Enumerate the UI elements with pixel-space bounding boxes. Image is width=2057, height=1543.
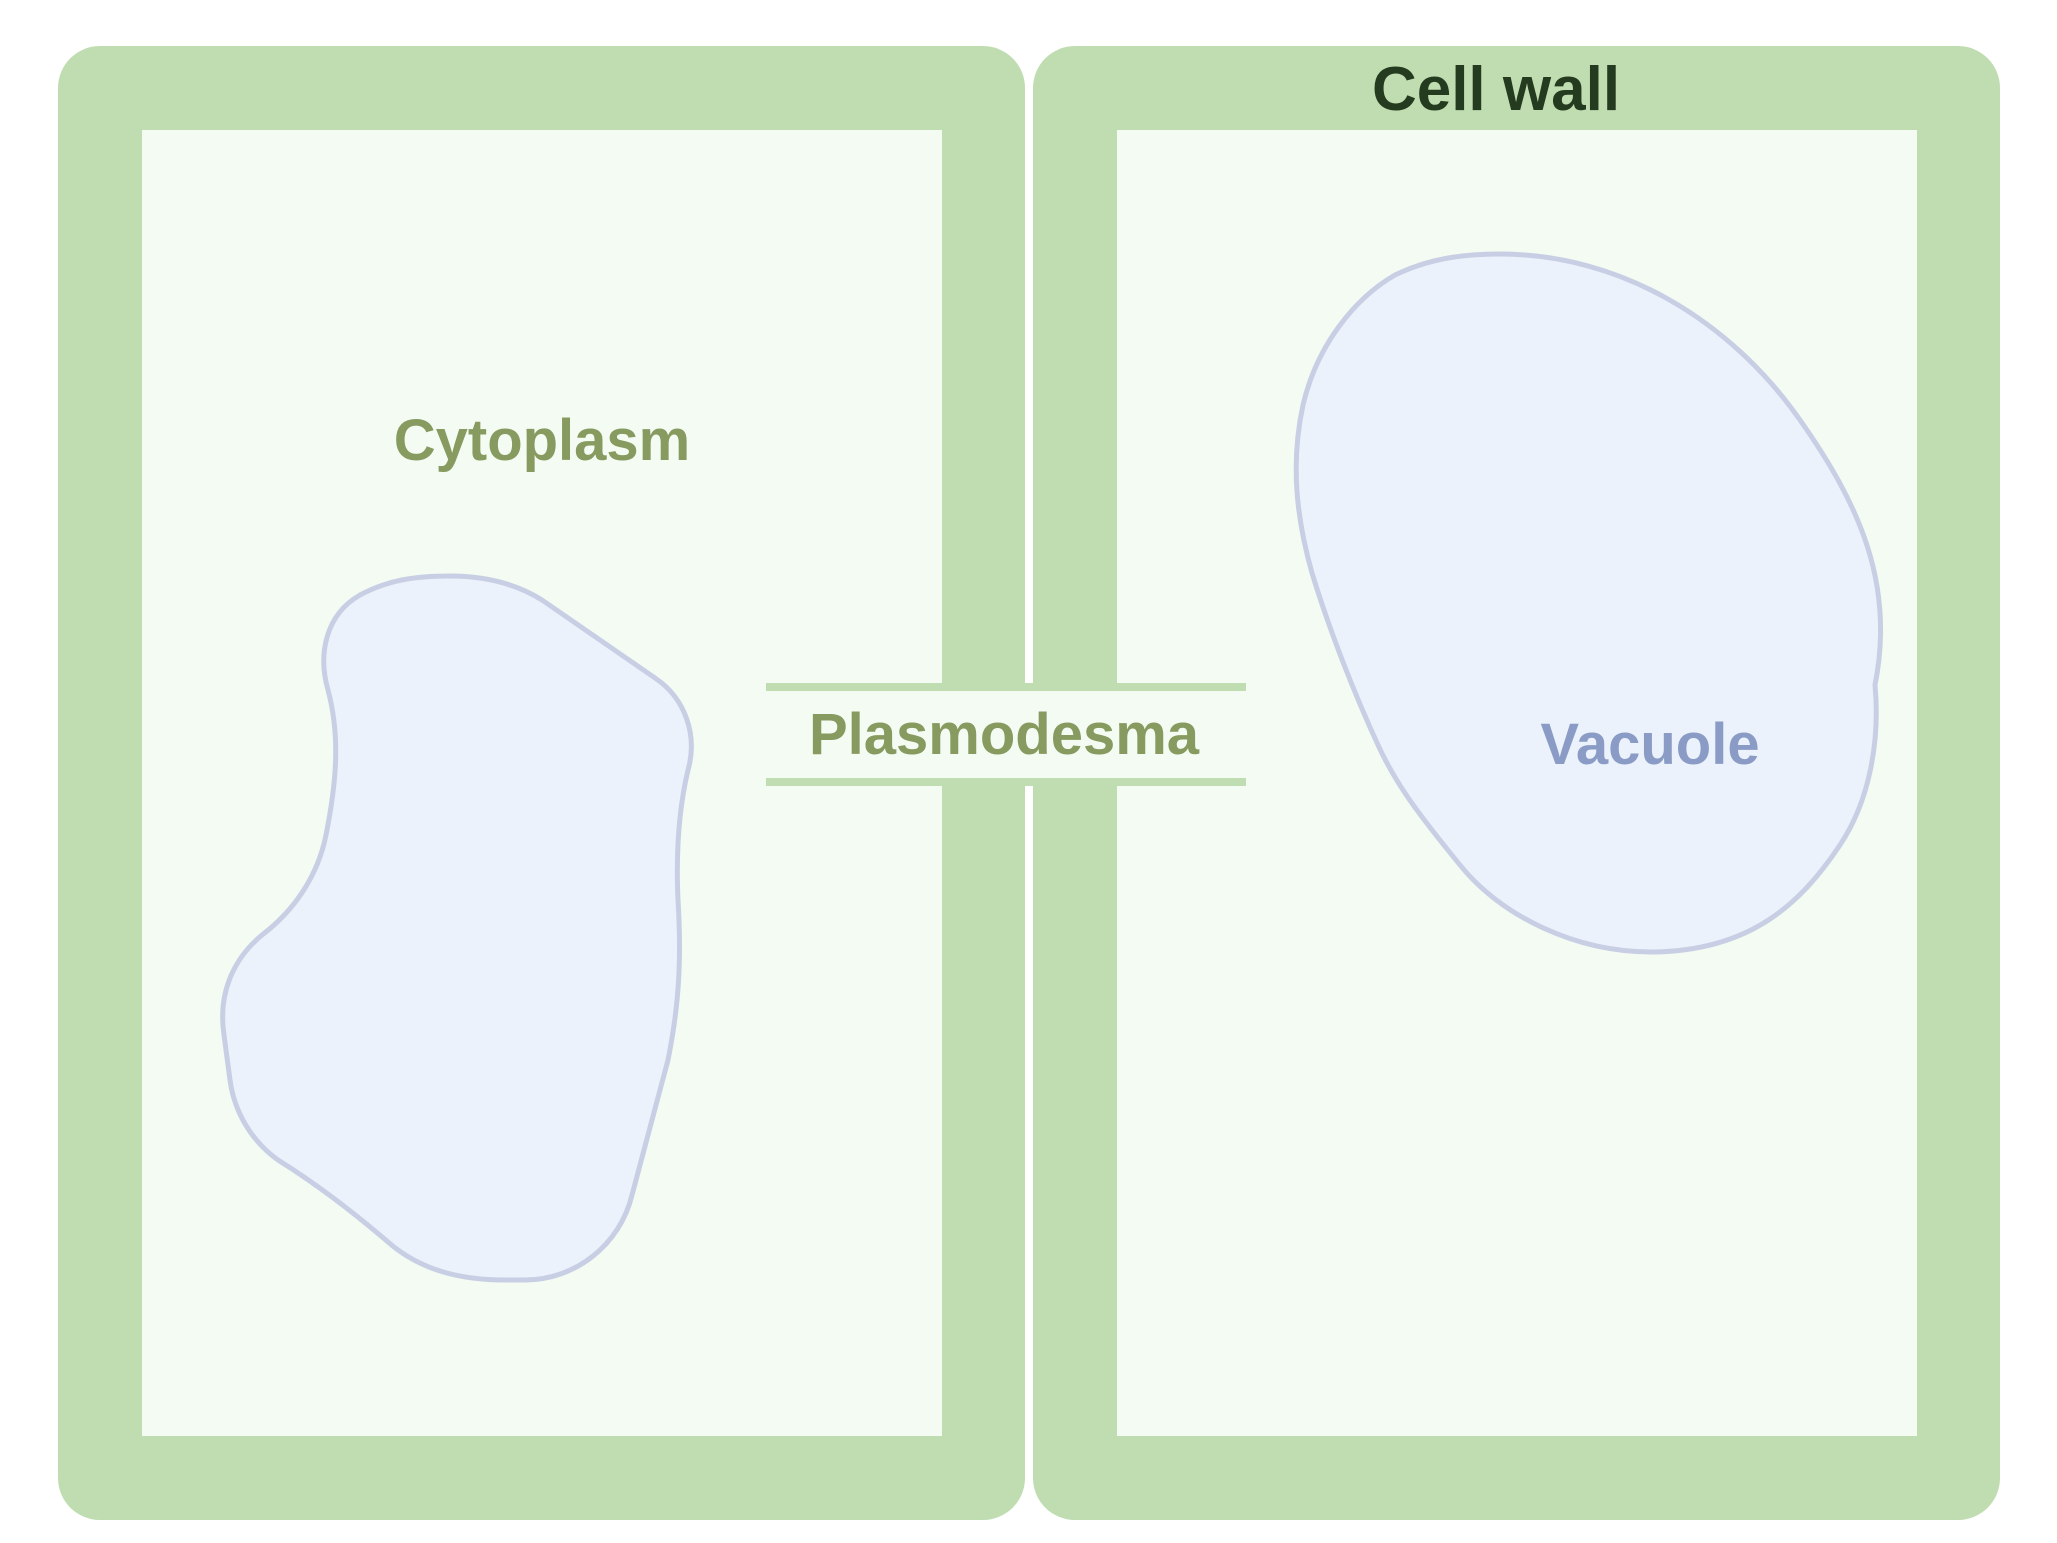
plasmodesma-background xyxy=(766,685,1246,785)
right-cell xyxy=(1033,46,2000,1520)
plasmodesma-label: Plasmodesma xyxy=(809,702,1200,767)
plasmodesma-channel xyxy=(766,683,1246,786)
cytoplasm-label: Cytoplasm xyxy=(394,408,691,473)
cell-wall-label: Cell wall xyxy=(1372,55,1620,124)
vacuole-label: Vacuole xyxy=(1540,712,1759,777)
left-vacuole xyxy=(220,573,694,1283)
right-vacuole xyxy=(1293,251,1884,955)
